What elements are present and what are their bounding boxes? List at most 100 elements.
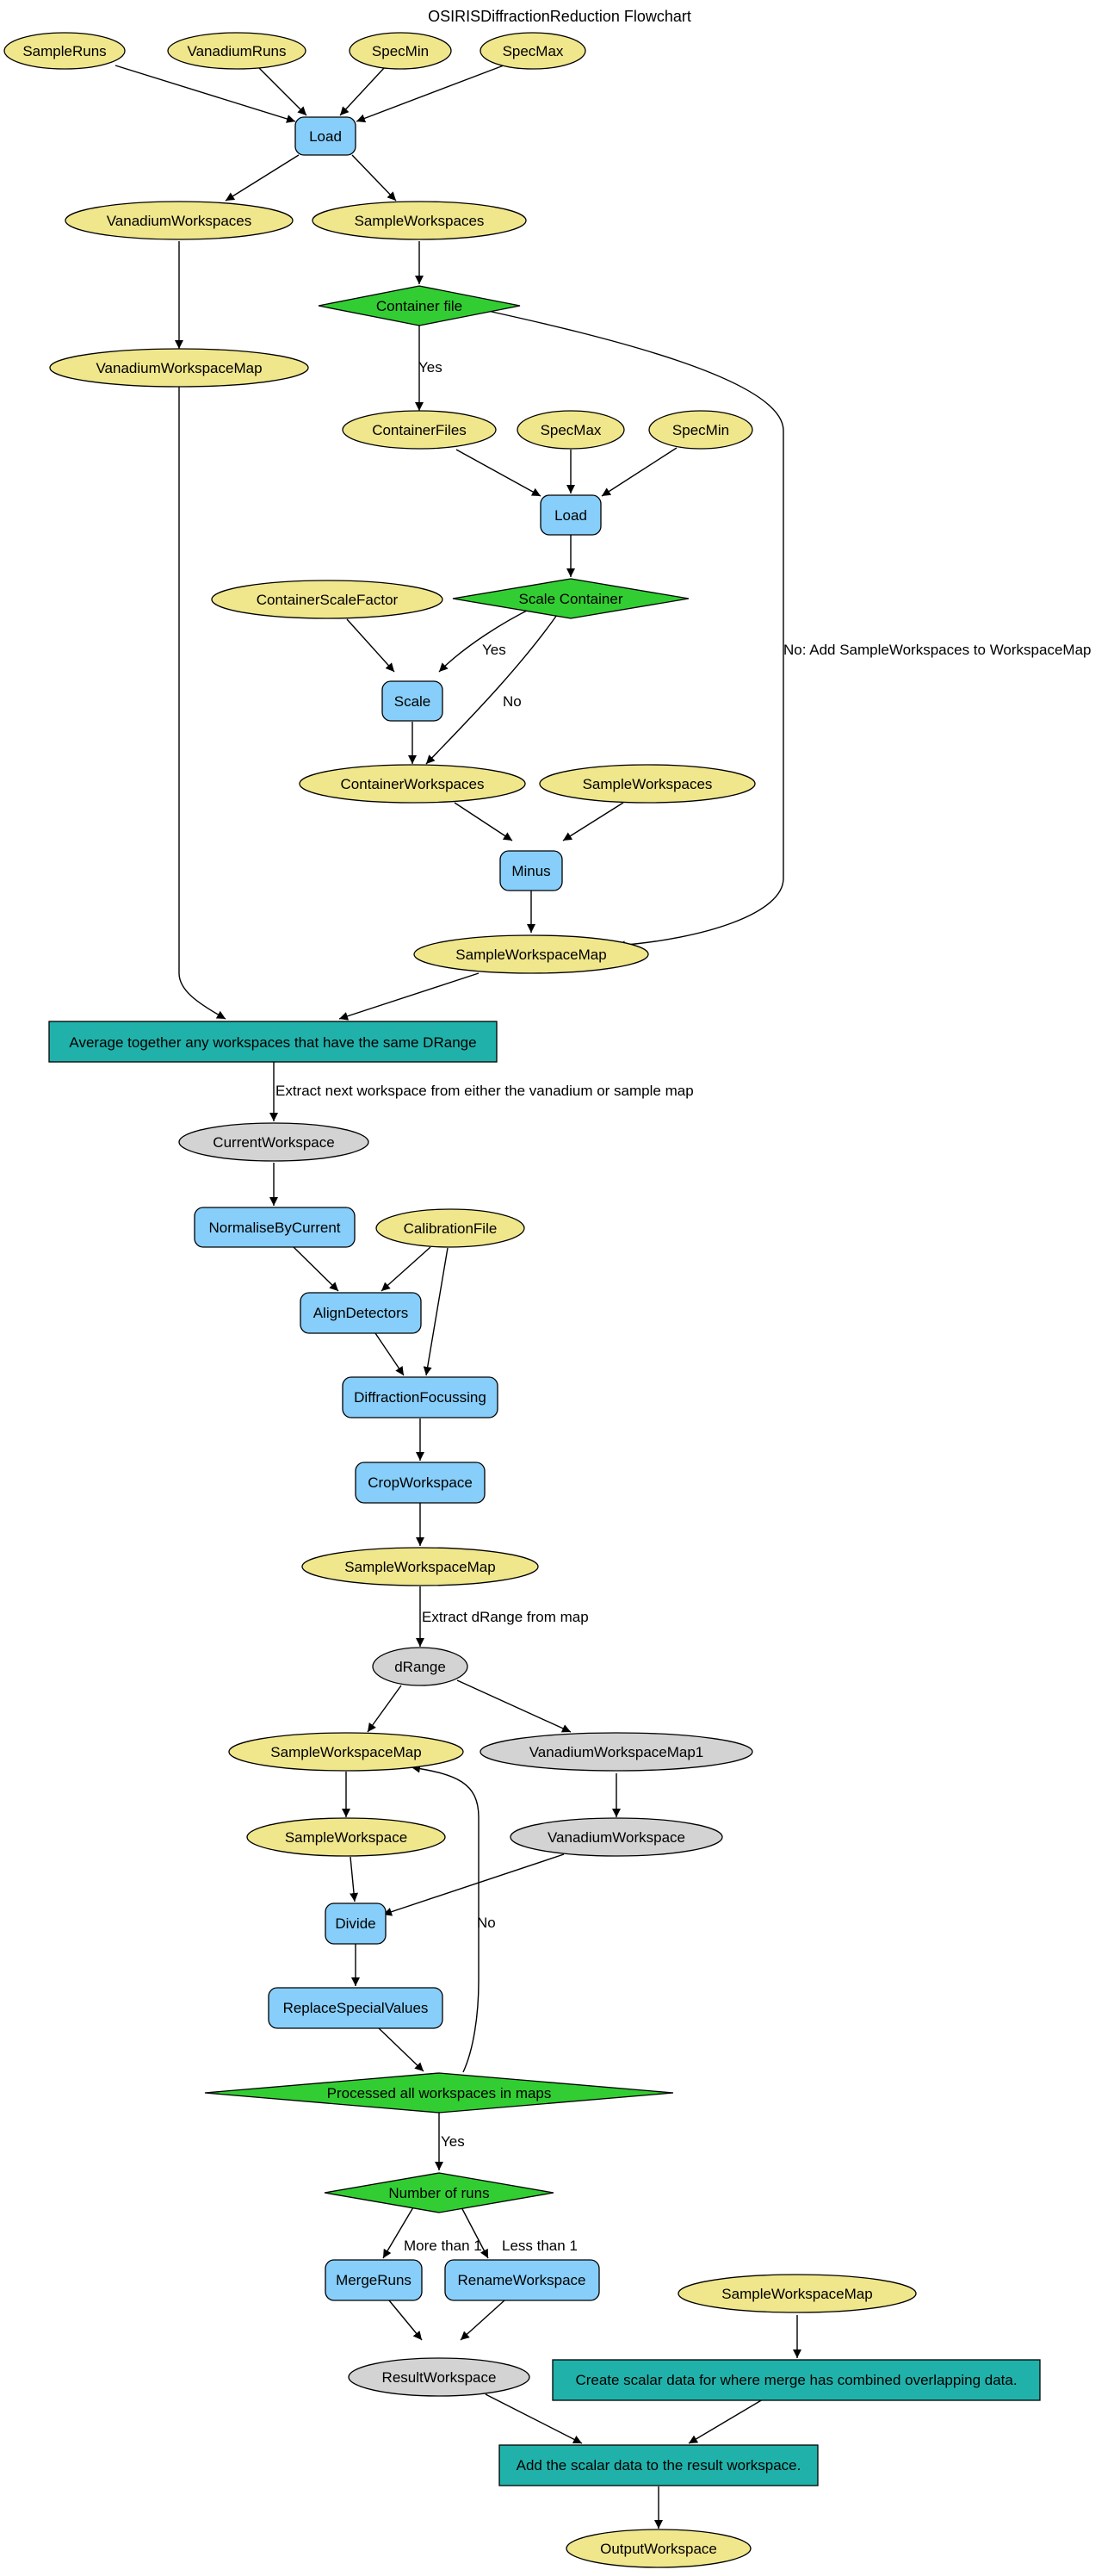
node-diffraction-focussing: DiffractionFocussing [342, 1376, 498, 1418]
chart-title: OSIRISDiffractionReduction Flowchart [428, 8, 691, 25]
node-vanadium-workspace-map-1: VanadiumWorkspaceMap1 [480, 1732, 753, 1772]
edge-containerscalefactor-scale [346, 618, 395, 673]
node-result-workspace: ResultWorkspace [348, 2357, 530, 2397]
node-output-workspace: OutputWorkspace [566, 2529, 752, 2568]
edge-load-sampleworkspaces [351, 154, 397, 202]
svg-text:VanadiumWorkspaceMap1: VanadiumWorkspaceMap1 [529, 1744, 704, 1760]
node-sample-workspace-map-2: SampleWorkspaceMap [301, 1547, 539, 1586]
node-divide: Divide [325, 1903, 387, 1945]
node-average: Average together any workspaces that hav… [48, 1021, 498, 1063]
svg-text:SampleWorkspace: SampleWorkspace [285, 1829, 407, 1846]
svg-text:ContainerWorkspaces: ContainerWorkspaces [341, 776, 485, 792]
svg-text:dRange: dRange [394, 1659, 446, 1675]
svg-text:Divide: Divide [335, 1915, 375, 1932]
node-load-1: Load [294, 116, 356, 156]
node-create-scalar: Create scalar data for where merge has c… [552, 2359, 1041, 2401]
node-container-scale-factor: ContainerScaleFactor [211, 580, 443, 619]
node-normalise-by-current: NormaliseByCurrent [194, 1207, 356, 1248]
node-processed-all: Processed all workspaces in maps [204, 2072, 674, 2114]
svg-text:SpecMin: SpecMin [672, 422, 729, 438]
edge-label-container-no: No: Add SampleWorkspaces to WorkspaceMap [783, 642, 1091, 658]
svg-text:Processed all workspaces in ma: Processed all workspaces in maps [327, 2085, 552, 2101]
node-sample-workspace-map-4: SampleWorkspaceMap [678, 2274, 917, 2313]
node-sample-workspace-map-1: SampleWorkspaceMap [413, 934, 649, 974]
svg-text:Create scalar data for where m: Create scalar data for where merge has c… [575, 2372, 1017, 2388]
svg-text:SampleWorkspaceMap: SampleWorkspaceMap [455, 947, 606, 963]
node-align-detectors: AlignDetectors [300, 1292, 422, 1334]
node-scale: Scale [381, 680, 443, 722]
edge-drange-sampleworkspacemap3 [367, 1685, 402, 1733]
edge-label-extract-drange: Extract dRange from map [422, 1609, 589, 1625]
node-spec-max-1: SpecMax [480, 32, 586, 70]
svg-text:VanadiumWorkspace: VanadiumWorkspace [548, 1829, 685, 1846]
edge-sampleworkspace-divide [350, 1856, 359, 1903]
edge-mergeruns-resultworkspace [388, 2300, 423, 2341]
svg-text:ReplaceSpecialValues: ReplaceSpecialValues [283, 2000, 429, 2016]
node-vanadium-runs: VanadiumRuns [167, 32, 306, 70]
node-vanadium-workspace: VanadiumWorkspace [510, 1817, 723, 1857]
edge-align-focussing [374, 1332, 405, 1376]
edge-sampleworkspacemap-average [338, 972, 480, 1021]
svg-text:Load: Load [309, 128, 342, 145]
svg-text:SampleWorkspaces: SampleWorkspaces [355, 213, 485, 229]
edge-calibration-focussing [423, 1247, 449, 1376]
node-load-2: Load [540, 494, 602, 536]
svg-text:VanadiumRuns: VanadiumRuns [188, 43, 287, 59]
svg-text:VanadiumWorkspaces: VanadiumWorkspaces [107, 213, 252, 229]
svg-text:CalibrationFile: CalibrationFile [404, 1220, 498, 1237]
svg-text:CurrentWorkspace: CurrentWorkspace [213, 1134, 334, 1151]
edge-label-scale-yes: Yes [482, 642, 506, 658]
svg-text:ContainerScaleFactor: ContainerScaleFactor [257, 592, 399, 608]
edge-calibration-align [381, 1246, 431, 1292]
svg-text:Scale Container: Scale Container [519, 591, 623, 607]
edge-sampleworkspaces2-minus [562, 802, 624, 841]
edge-specmin1-load [339, 66, 386, 116]
svg-text:SampleWorkspaceMap: SampleWorkspaceMap [270, 1744, 421, 1760]
svg-text:SampleWorkspaceMap: SampleWorkspaceMap [721, 2286, 872, 2302]
svg-text:SampleWorkspaceMap: SampleWorkspaceMap [344, 1559, 495, 1575]
svg-text:RenameWorkspace: RenameWorkspace [458, 2272, 586, 2288]
svg-text:Minus: Minus [511, 863, 550, 879]
edge-label-extract-next: Extract next workspace from either the v… [275, 1083, 694, 1099]
edge-label-scale-no: No [503, 693, 522, 710]
node-d-range: dRange [372, 1647, 468, 1686]
svg-text:AlignDetectors: AlignDetectors [313, 1305, 409, 1321]
node-container-file: Container file [318, 285, 521, 326]
node-rename-workspace: RenameWorkspace [444, 2259, 600, 2301]
node-spec-min-2: SpecMin [648, 410, 753, 450]
svg-text:DiffractionFocussing: DiffractionFocussing [354, 1389, 486, 1406]
node-sample-workspaces-2: SampleWorkspaces [539, 764, 756, 804]
node-vanadium-workspaces: VanadiumWorkspaces [65, 201, 294, 240]
edge-specmax1-load [356, 65, 504, 123]
edge-scalecontainer-scale-yes [438, 606, 535, 673]
edge-label-container-yes: Yes [418, 359, 442, 376]
edge-label-less-than-1: Less than 1 [502, 2238, 578, 2254]
node-number-of-runs: Number of runs [324, 2172, 554, 2213]
svg-text:MergeRuns: MergeRuns [336, 2272, 411, 2288]
svg-text:SpecMax: SpecMax [541, 422, 602, 438]
edge-label-processed-yes: Yes [441, 2133, 465, 2150]
svg-text:ContainerFiles: ContainerFiles [372, 422, 467, 438]
edge-resultworkspace-addscalar [485, 2393, 583, 2444]
edge-replace-processed [378, 2027, 424, 2072]
edge-label-more-than-1: More than 1 [404, 2238, 482, 2254]
node-container-files: ContainerFiles [342, 410, 497, 450]
edge-label-processed-no: No [477, 1915, 496, 1931]
edge-vanadiumruns-load [257, 66, 307, 116]
svg-text:Load: Load [554, 507, 587, 524]
edge-containerfiles-load2 [455, 449, 541, 497]
node-vanadium-workspace-map: VanadiumWorkspaceMap [49, 348, 309, 388]
svg-text:SpecMin: SpecMin [372, 43, 429, 59]
node-minus: Minus [499, 850, 563, 891]
edge-numberofruns-renameworkspace [460, 2205, 489, 2259]
node-sample-workspaces-1: SampleWorkspaces [312, 201, 527, 240]
svg-text:CropWorkspace: CropWorkspace [368, 1474, 473, 1491]
edge-load-vanadiumworkspaces [225, 154, 300, 202]
svg-text:OutputWorkspace: OutputWorkspace [600, 2541, 717, 2557]
node-add-scalar: Add the scalar data to the result worksp… [498, 2444, 819, 2486]
edge-sampleruns-load [114, 65, 296, 123]
svg-text:SampleRuns: SampleRuns [22, 43, 106, 59]
node-spec-max-2: SpecMax [517, 410, 625, 450]
svg-text:SampleWorkspaces: SampleWorkspaces [583, 776, 713, 792]
